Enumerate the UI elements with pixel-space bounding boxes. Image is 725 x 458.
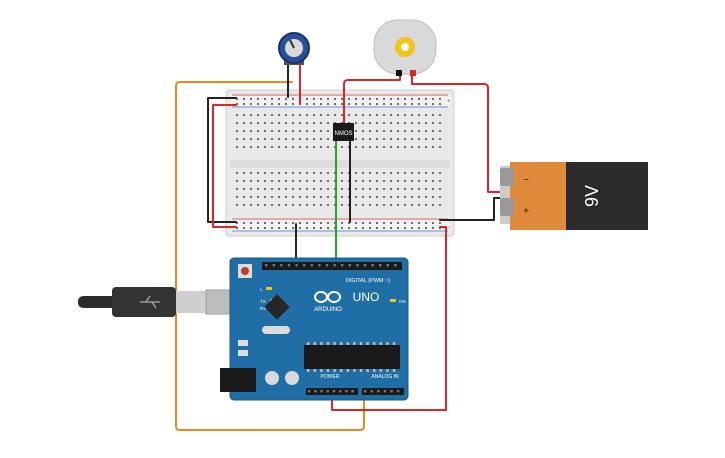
breadboard[interactable]: + −	[225, 89, 455, 237]
power-header-label: POWER	[321, 374, 340, 380]
wire-red-left-loop[interactable]	[212, 104, 237, 228]
wire-red-motor-minus[interactable]	[343, 73, 401, 125]
usb-icon	[140, 295, 160, 309]
arduino-uno[interactable]: DIGITAL (PWM ~) ARDUINO UNO L TX RX ON	[220, 257, 409, 401]
usb-cable[interactable]	[78, 287, 243, 317]
battery-9v[interactable]: − + 9V	[500, 162, 648, 230]
wire-orange-pot-to-a0[interactable]	[175, 81, 365, 431]
digital-header-label: DIGITAL (PWM ~)	[346, 278, 390, 284]
led-on-label: ON	[399, 299, 406, 304]
led-rx-label: RX	[260, 306, 266, 311]
battery-minus-label: −	[523, 175, 529, 186]
power-header	[306, 388, 358, 395]
chip-legs	[307, 342, 396, 372]
potentiometer[interactable]	[278, 32, 310, 65]
digital-header	[262, 262, 402, 270]
wire-black-battery-minus[interactable]	[439, 197, 501, 221]
mosfet-label: NMOS	[335, 131, 353, 137]
led-tx-label: TX	[260, 299, 266, 304]
dc-motor[interactable]	[373, 19, 437, 76]
led-l-label: L	[260, 287, 263, 292]
atmega-chip	[304, 345, 400, 369]
wire-red-motor-plus[interactable]	[411, 73, 501, 193]
rail-plus-label: +	[447, 99, 451, 105]
digital-pins	[265, 264, 397, 267]
arduino-model: UNO	[353, 290, 380, 304]
wire-red-5v[interactable]	[331, 226, 447, 411]
analog-header	[362, 388, 404, 395]
battery-voltage-label: 9V	[582, 185, 602, 207]
bottom-pins	[308, 390, 400, 393]
battery-plus-label: +	[523, 206, 529, 217]
mosfet[interactable]: NMOS	[333, 123, 354, 141]
reset-button[interactable]	[241, 267, 249, 275]
arduino-brand: ARDUINO	[314, 307, 342, 313]
wire-black-left-loop[interactable]	[207, 97, 237, 223]
wires	[175, 61, 501, 431]
arduino-logo-icon	[314, 291, 341, 303]
power-jack[interactable]	[220, 368, 256, 392]
analog-header-label: ANALOG IN	[371, 374, 399, 380]
rail-minus-label: −	[447, 225, 451, 231]
